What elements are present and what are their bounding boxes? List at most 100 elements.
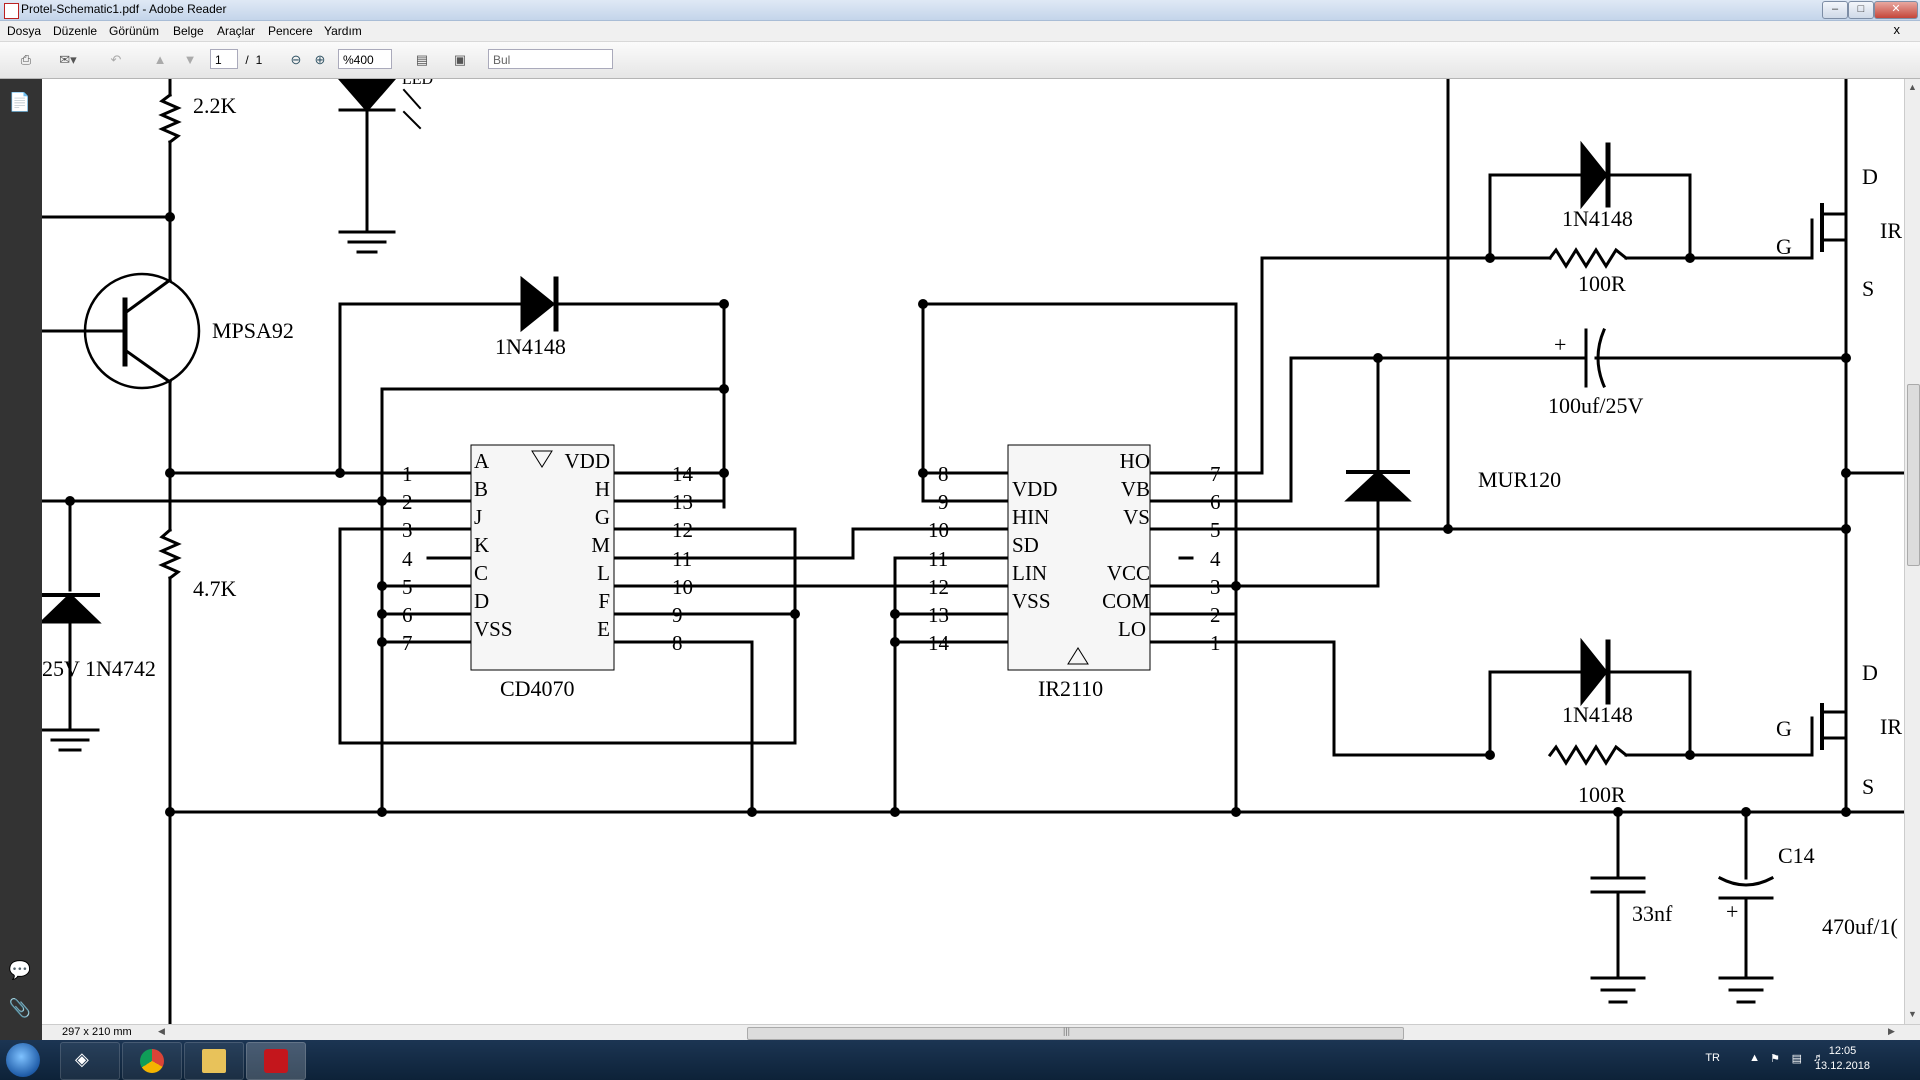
- cd4070-pin-name: E: [597, 617, 610, 641]
- cd4070-pin-name: C: [474, 561, 488, 585]
- cd4070-pin-num: 7: [402, 631, 413, 655]
- ir2110-pin-name: VS: [1123, 505, 1150, 529]
- label-mpsa92: MPSA92: [212, 318, 294, 343]
- vertical-scrollbar[interactable]: ▲ ▼: [1904, 79, 1920, 1024]
- ir2110-pin-name: HO: [1120, 449, 1150, 473]
- toolbar: ⎙ ✉▾ ↶ ▲ ▼ 1 / 1 ⊖ ⊕ %400 ▤ ▣ Bul: [0, 42, 1920, 79]
- label-cd4070: CD4070: [500, 676, 575, 701]
- label-cap-boot: 100uf/25V: [1548, 393, 1643, 418]
- scroll-up-icon[interactable]: ▲: [1908, 82, 1917, 92]
- menu-window[interactable]: Pencere: [268, 24, 313, 38]
- cd4070-pin-name: G: [595, 505, 610, 529]
- zoom-select[interactable]: %400: [338, 49, 392, 69]
- minimize-button[interactable]: –: [1822, 1, 1848, 19]
- scroll-right-icon[interactable]: ▶: [1888, 1026, 1895, 1036]
- label-r1: 100R: [1578, 271, 1626, 296]
- menu-view[interactable]: Görünüm: [109, 24, 160, 38]
- cd4070-pin-name: K: [474, 533, 489, 557]
- taskbar-app-explorer[interactable]: [184, 1042, 244, 1080]
- label-zener: 25V 1N4742: [42, 656, 156, 681]
- clock[interactable]: 12:05 13.12.2018: [1815, 1044, 1870, 1074]
- ir2110-pin-name: SD: [1012, 533, 1039, 557]
- menu-document[interactable]: Belge: [173, 24, 204, 38]
- ir2110-pin-num: 2: [1210, 603, 1221, 627]
- find-input[interactable]: Bul: [488, 49, 613, 69]
- menu-bar: Dosya Düzenle Görünüm Belge Araçlar Penc…: [0, 21, 1920, 42]
- label-c470: 470uf/1(: [1822, 914, 1898, 939]
- comments-icon[interactable]: 💬: [8, 960, 32, 980]
- label-diode-top: 1N4148: [495, 334, 566, 359]
- schematic-drawing: 2.2K LED MPSA92 4.7K 25V 1N4742 1N4148 C…: [42, 79, 1904, 1024]
- cd4070-pin-num: 1: [402, 462, 413, 486]
- cd4070-pin-name: F: [598, 589, 610, 613]
- scroll-left-icon[interactable]: ◀: [158, 1026, 165, 1036]
- menu-help[interactable]: Yardım: [324, 24, 362, 38]
- page-separator: /: [245, 53, 249, 67]
- ir2110-pin-name: VSS: [1012, 589, 1051, 613]
- cd4070-pin-num: 14: [672, 462, 694, 486]
- taskbar-app-chrome[interactable]: [122, 1042, 182, 1080]
- navigation-panel: 📄 💬 📎: [0, 79, 42, 1040]
- cd4070-pin-name: J: [474, 505, 482, 529]
- network-icon[interactable]: ▤: [1791, 1053, 1802, 1065]
- ir2110-pin-name: LIN: [1012, 561, 1047, 585]
- zoom-out-icon[interactable]: ⊖: [290, 52, 302, 67]
- menu-file[interactable]: Dosya: [7, 24, 42, 38]
- fit-page-icon[interactable]: ▣: [453, 52, 467, 67]
- label-mos-ir1: IR: [1880, 218, 1902, 243]
- ir2110-pin-num: 12: [928, 575, 949, 599]
- label-mos-s2: S: [1862, 774, 1874, 799]
- cd4070-pin-num: 11: [672, 547, 692, 571]
- tray-arrow-icon[interactable]: ▲: [1749, 1052, 1760, 1064]
- horizontal-scrollbar[interactable]: 297 x 210 mm ◀ ||| ▶: [42, 1024, 1920, 1041]
- cd4070-pin-name: L: [597, 561, 610, 585]
- document-view[interactable]: 2.2K LED MPSA92 4.7K 25V 1N4742 1N4148 C…: [42, 79, 1904, 1024]
- ir2110-pin-num: 4: [1210, 547, 1221, 571]
- language-indicator[interactable]: TR: [1705, 1052, 1720, 1064]
- back-icon[interactable]: ↶: [110, 52, 122, 67]
- scroll-down-icon[interactable]: ▼: [1908, 1009, 1917, 1019]
- ir2110-pin-num: 7: [1210, 462, 1221, 486]
- label-mur120: MUR120: [1478, 467, 1561, 492]
- close-button[interactable]: ✕: [1874, 1, 1918, 19]
- fit-width-icon[interactable]: ▤: [415, 52, 429, 67]
- cd4070-pin-num: 5: [402, 575, 413, 599]
- ir2110-pin-num: 3: [1210, 575, 1221, 599]
- taskbar-app-adobe-reader[interactable]: [246, 1042, 306, 1080]
- cd4070-pin-num: 4: [402, 547, 413, 571]
- label-4k7: 4.7K: [193, 576, 237, 601]
- zoom-in-icon[interactable]: ⊕: [314, 52, 326, 67]
- attachment-icon[interactable]: 📎: [8, 998, 32, 1018]
- label-2k2: 2.2K: [193, 93, 237, 118]
- ir2110-pin-name: VCC: [1107, 561, 1150, 585]
- window-title: Protel-Schematic1.pdf - Adobe Reader: [21, 2, 227, 16]
- label-ir2110: IR2110: [1038, 676, 1103, 701]
- print-icon[interactable]: ⎙: [20, 52, 32, 67]
- menu-tools[interactable]: Araçlar: [217, 24, 256, 38]
- vertical-scroll-thumb[interactable]: [1907, 384, 1920, 566]
- ir2110-pin-num: 8: [938, 462, 949, 486]
- menu-edit[interactable]: Düzenle: [53, 24, 98, 38]
- cd4070-pin-num: 12: [672, 518, 693, 542]
- document-close-button[interactable]: x: [1893, 22, 1901, 37]
- flag-icon[interactable]: ⚑: [1770, 1053, 1780, 1065]
- start-button[interactable]: [6, 1043, 40, 1077]
- pages-icon[interactable]: 📄: [8, 92, 32, 112]
- horizontal-scroll-thumb[interactable]: |||: [747, 1026, 1404, 1040]
- next-page-icon[interactable]: ▼: [183, 52, 197, 67]
- cd4070-pin-name: A: [474, 449, 490, 473]
- cd4070-pin-name: VSS: [474, 617, 513, 641]
- cd4070-pin-name: M: [591, 533, 610, 557]
- share-icon[interactable]: ✉▾: [59, 52, 77, 67]
- maximize-button[interactable]: □: [1848, 1, 1874, 19]
- ir2110-pin-num: 9: [938, 490, 949, 514]
- previous-page-icon[interactable]: ▲: [153, 52, 167, 67]
- label-c14: C14: [1778, 843, 1815, 868]
- volume-icon[interactable]: ♬: [1813, 1052, 1824, 1064]
- chrome-icon: [140, 1049, 164, 1073]
- label-mos-g1: G: [1776, 234, 1792, 259]
- cd4070-pin-name: H: [595, 477, 610, 501]
- page-number-input[interactable]: 1: [210, 49, 238, 69]
- adobe-reader-icon: [264, 1049, 288, 1073]
- taskbar-app-game[interactable]: ◈: [60, 1042, 120, 1080]
